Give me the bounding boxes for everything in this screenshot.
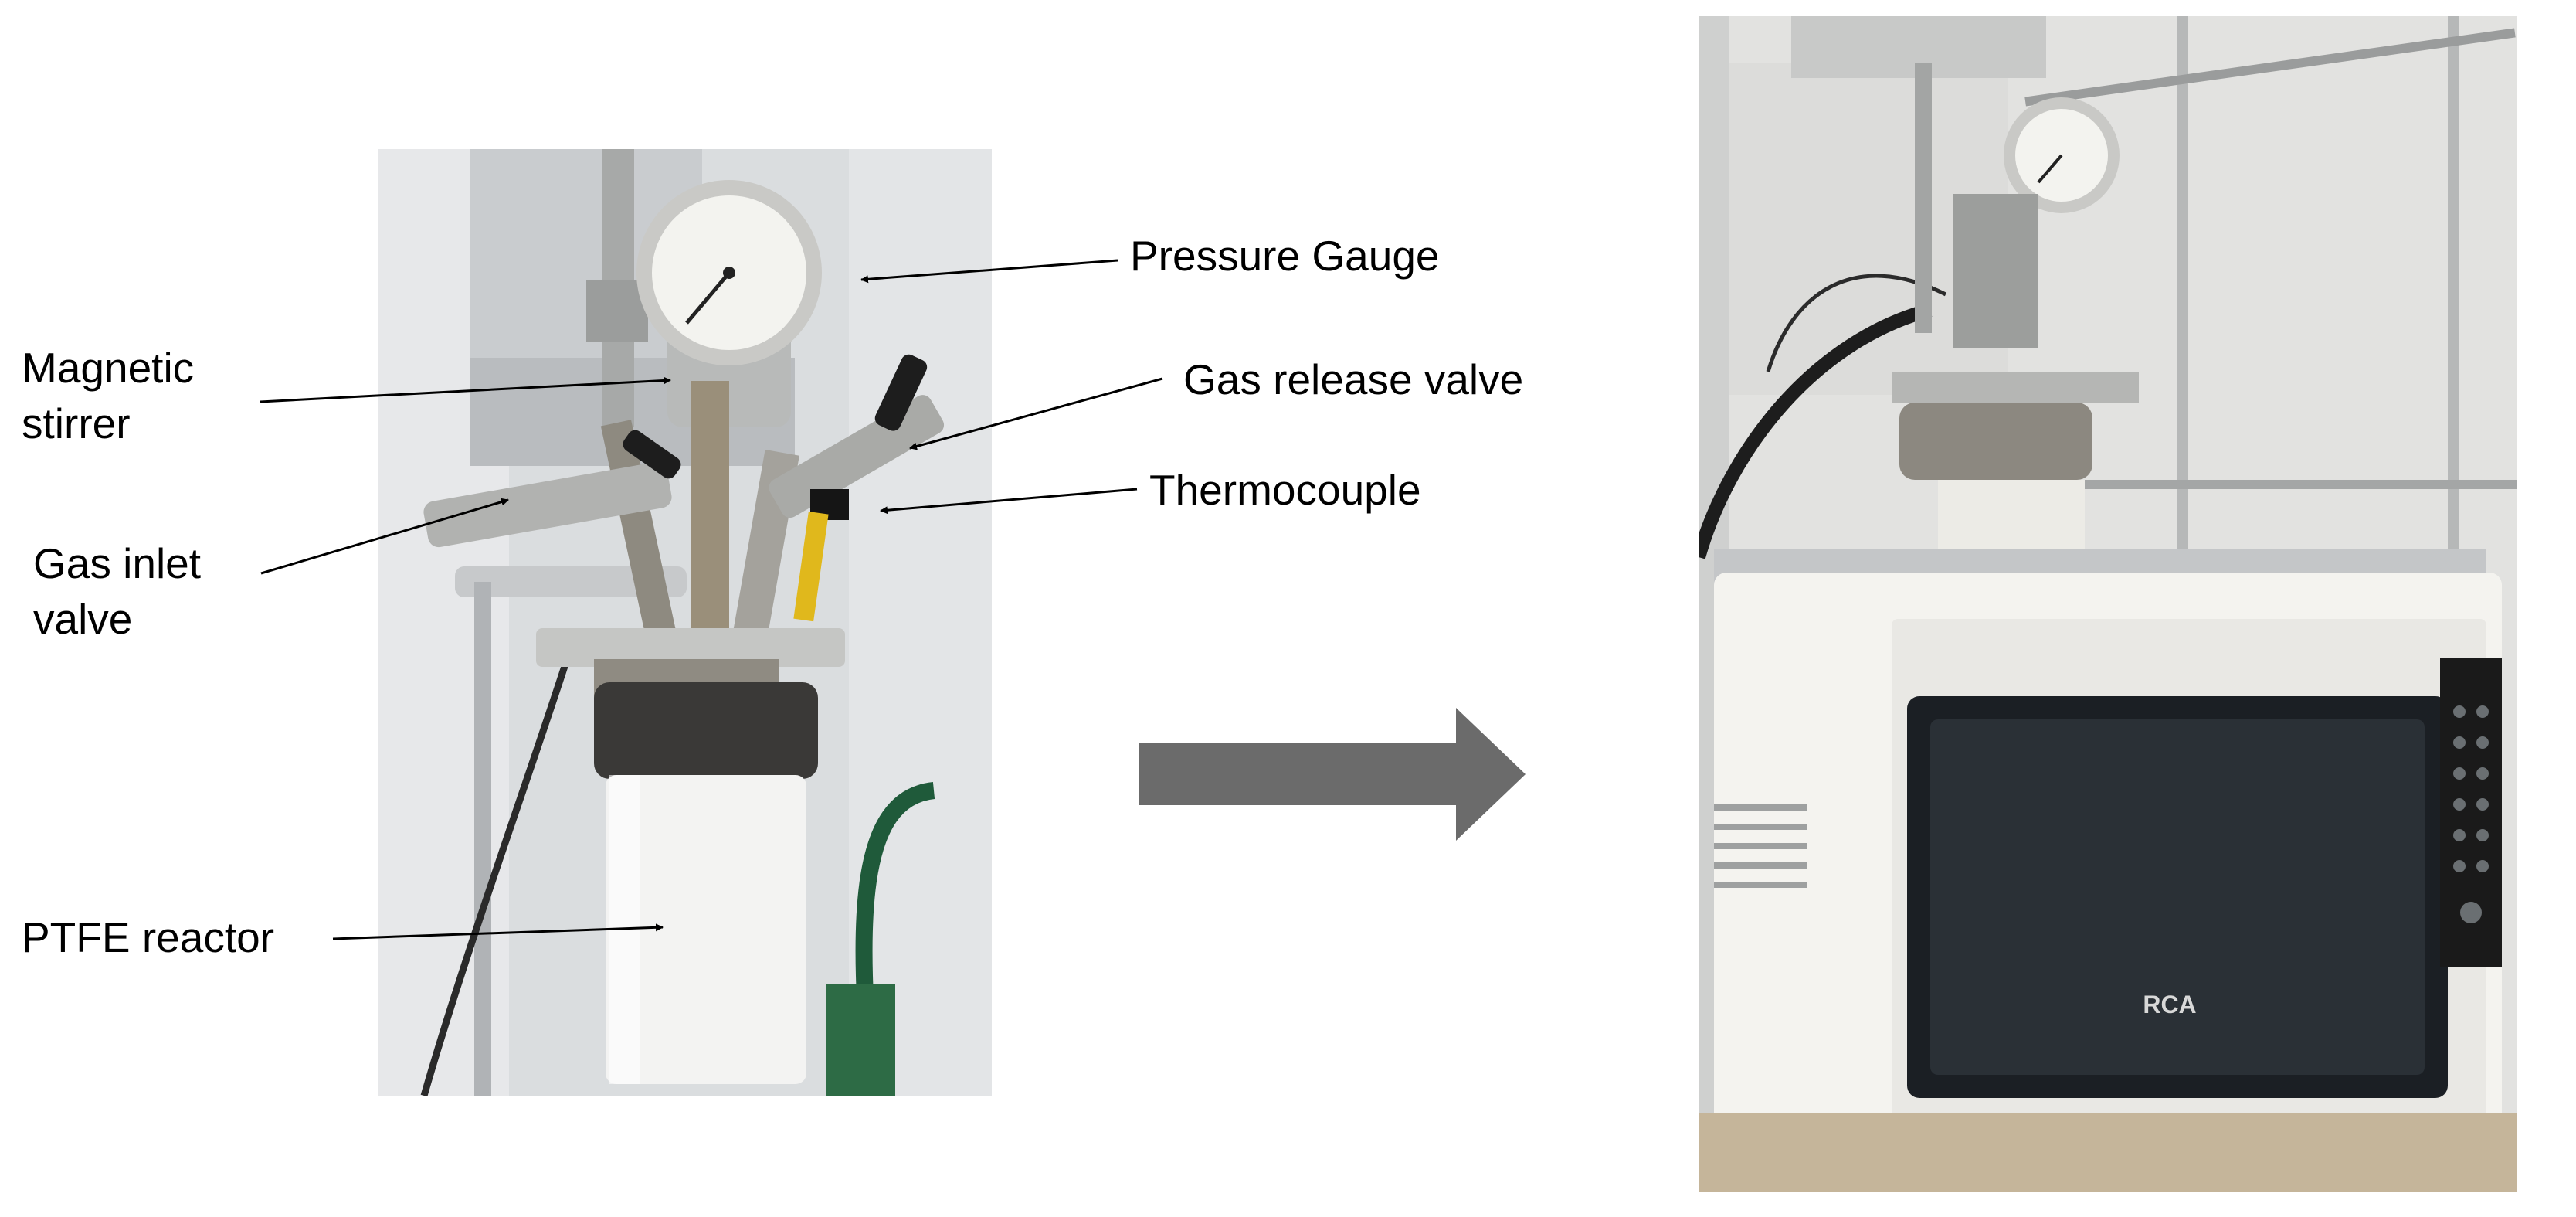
microwave-brand-logo: RCA xyxy=(2143,991,2196,1018)
microwave-setup-photo: RCA xyxy=(1699,16,2517,1192)
microwave-setup-illustration: RCA xyxy=(1699,16,2517,1192)
label-gas-inlet-valve: Gas inlet valve xyxy=(33,535,201,647)
keypad-buttons xyxy=(2453,705,2489,923)
label-gas-inlet-valve-line1: Gas inlet xyxy=(33,539,202,587)
label-ptfe-reactor: PTFE reactor xyxy=(22,913,275,961)
label-gas-release-valve: Gas release valve xyxy=(1183,355,1524,403)
reactor-photo xyxy=(378,149,992,1096)
label-magnetic-stirrer-line1: Magnetic xyxy=(22,344,195,392)
label-thermocouple: Thermocouple xyxy=(1149,466,1421,514)
label-pressure-gauge: Pressure Gauge xyxy=(1130,232,1440,280)
label-gas-inlet-valve-line2: valve xyxy=(33,595,133,643)
label-magnetic-stirrer-line2: stirrer xyxy=(22,399,131,447)
transition-arrow-icon xyxy=(1139,708,1526,841)
label-magnetic-stirrer: Magnetic stirrer xyxy=(22,340,194,451)
reactor-illustration xyxy=(378,149,992,1096)
